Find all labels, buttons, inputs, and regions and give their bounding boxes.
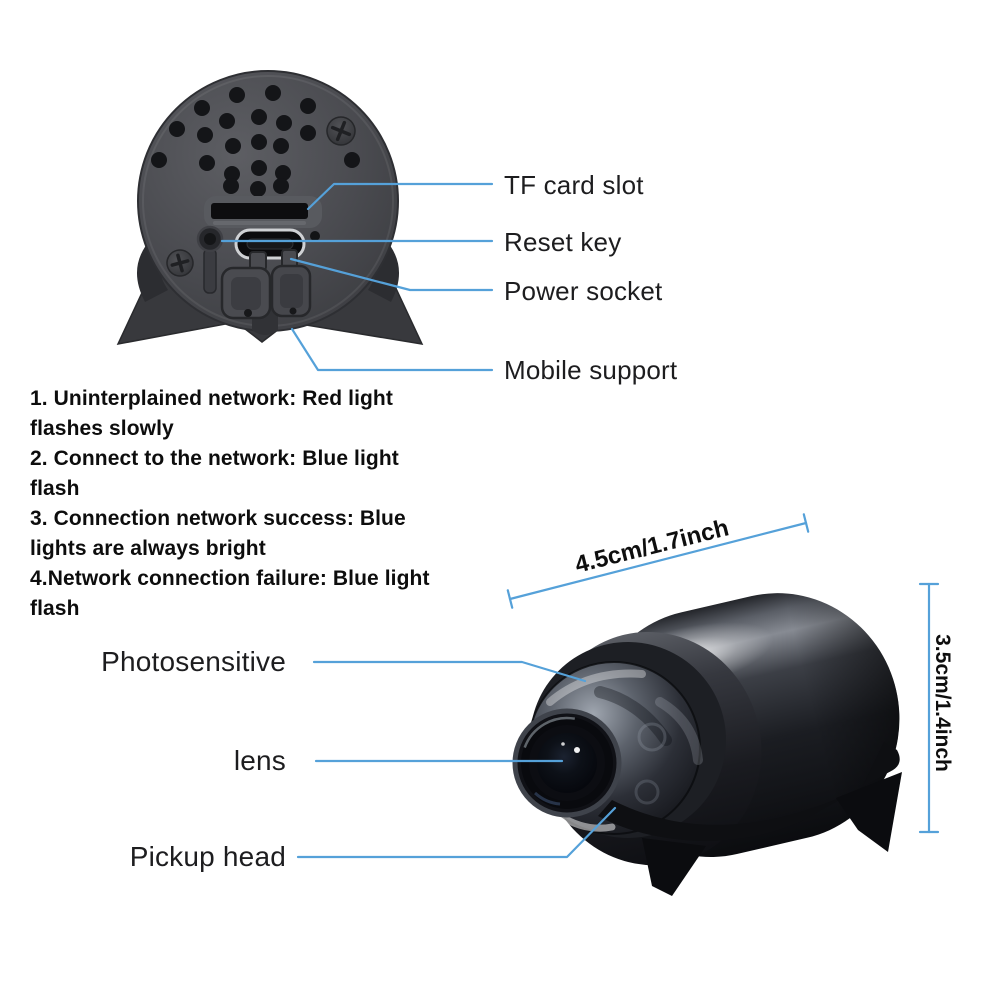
screw-icon xyxy=(166,249,194,277)
instruction-line: flash xyxy=(30,477,80,500)
callout-label-mobile-support: Mobile support xyxy=(504,355,678,385)
back-view-illustration xyxy=(116,70,424,346)
dimension-line-width xyxy=(506,513,810,609)
callout-line-pickup-head xyxy=(296,806,617,859)
instruction-line: lights are always bright xyxy=(30,537,266,560)
status-light-instructions: 1. Uninterplained network: Red light fla… xyxy=(30,384,490,624)
callout-line-tf-card-slot xyxy=(306,182,494,211)
instruction-line: 3. Connection network success: Blue xyxy=(30,507,406,530)
callout-label-tf-card-slot: TF card slot xyxy=(504,170,644,200)
callout-line-power-socket xyxy=(289,257,494,292)
instruction-line: 4.Network connection failure: Blue light xyxy=(30,567,430,590)
tf-card-slot-graphic xyxy=(204,196,322,228)
instruction-line: 2. Connect to the network: Blue light xyxy=(30,447,399,470)
speaker-holes xyxy=(151,85,360,197)
callout-label-lens: lens xyxy=(233,745,286,776)
callout-line-mobile-support xyxy=(290,327,494,372)
callout-label-photosensitive: Photosensitive xyxy=(101,646,286,677)
reset-button-graphic xyxy=(196,225,224,294)
dimension-label-height: 3.5cm/1.4inch xyxy=(931,634,954,772)
callout-label-reset-key: Reset key xyxy=(504,227,622,257)
lens-graphic xyxy=(512,708,622,818)
bracket-graphic xyxy=(598,742,902,896)
callout-line-photosensitive xyxy=(312,660,587,683)
instruction-line: flashes slowly xyxy=(30,417,174,440)
mobile-clips-graphic xyxy=(220,249,312,320)
led-indicator-dot xyxy=(310,231,320,241)
ir-led-graphic xyxy=(637,722,667,752)
ir-led-graphic xyxy=(634,779,660,805)
callout-label-pickup-head: Pickup head xyxy=(129,841,286,872)
screw-icon xyxy=(326,116,356,146)
camera-illustration xyxy=(512,593,902,896)
instruction-line: flash xyxy=(30,597,80,620)
instruction-line: 1. Uninterplained network: Red light xyxy=(30,387,393,410)
dimension-line-height xyxy=(918,582,940,834)
callout-label-power-socket: Power socket xyxy=(504,276,663,306)
